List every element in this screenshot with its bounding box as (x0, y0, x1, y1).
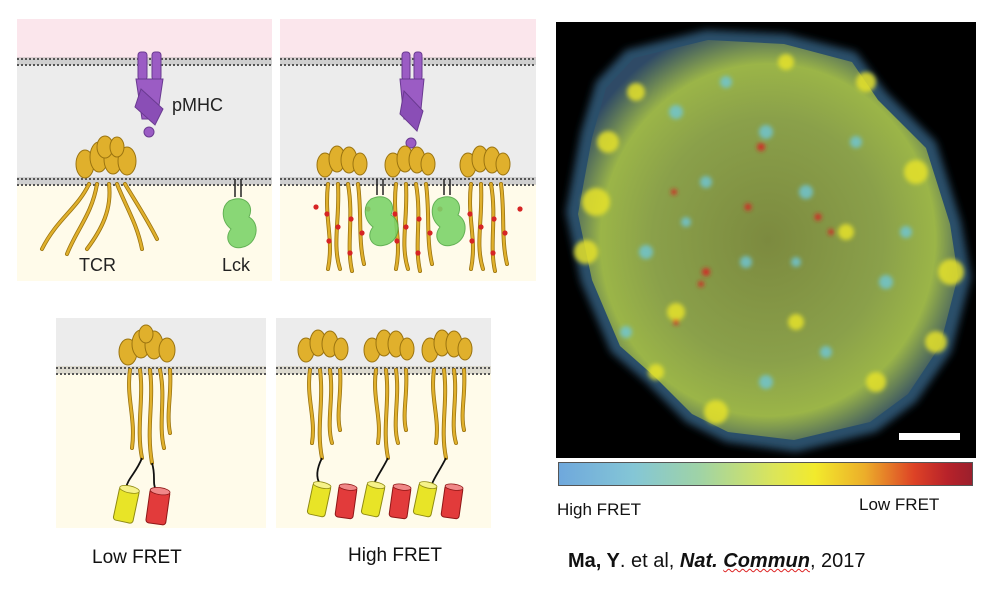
pmhc-molecule-bound (399, 51, 425, 149)
citation-year: , 2017 (809, 550, 866, 572)
panel-high-fret (276, 318, 491, 528)
citation-middle: . et al, (619, 550, 680, 572)
cell-body (566, 30, 971, 452)
panel-resting-tcr: pMHC TCR Lck (17, 19, 272, 281)
citation: Ma, Y. et al, Nat. Commun, 2017 (568, 550, 866, 573)
citation-journal-b: Commun (723, 550, 810, 572)
fret-microscopy-image (556, 22, 976, 458)
lck-molecule (222, 179, 257, 249)
caption-high-fret: High FRET (348, 545, 442, 566)
tcr-clustered (297, 329, 473, 460)
pmhc-molecule (134, 51, 164, 138)
tcr-label: TCR (79, 255, 116, 275)
colorbar-label-high: High FRET (557, 500, 642, 519)
caption-low-fret: Low FRET (92, 547, 182, 568)
t-cell-membrane-4 (276, 366, 491, 375)
tcr-cluster (40, 135, 159, 256)
tcr-single (118, 324, 176, 465)
fret-pairs-high (306, 457, 464, 520)
fret-pair-low (112, 457, 171, 526)
t-cell-membrane-2 (280, 177, 536, 186)
scale-bar (899, 433, 960, 440)
colorbar-label-low: Low FRET (859, 495, 940, 514)
panel-engaged-tcr (280, 19, 536, 281)
fret-colorbar (558, 462, 973, 486)
t-cell-membrane (17, 177, 272, 186)
citation-author: Ma, Y (568, 550, 620, 572)
pmhc-label: pMHC (172, 95, 223, 115)
lck-molecules-engaged (364, 179, 466, 247)
lck-label: Lck (222, 255, 251, 275)
citation-journal-a: Nat. (679, 550, 718, 572)
panel-low-fret (56, 318, 266, 528)
fret-speckles (574, 54, 964, 424)
